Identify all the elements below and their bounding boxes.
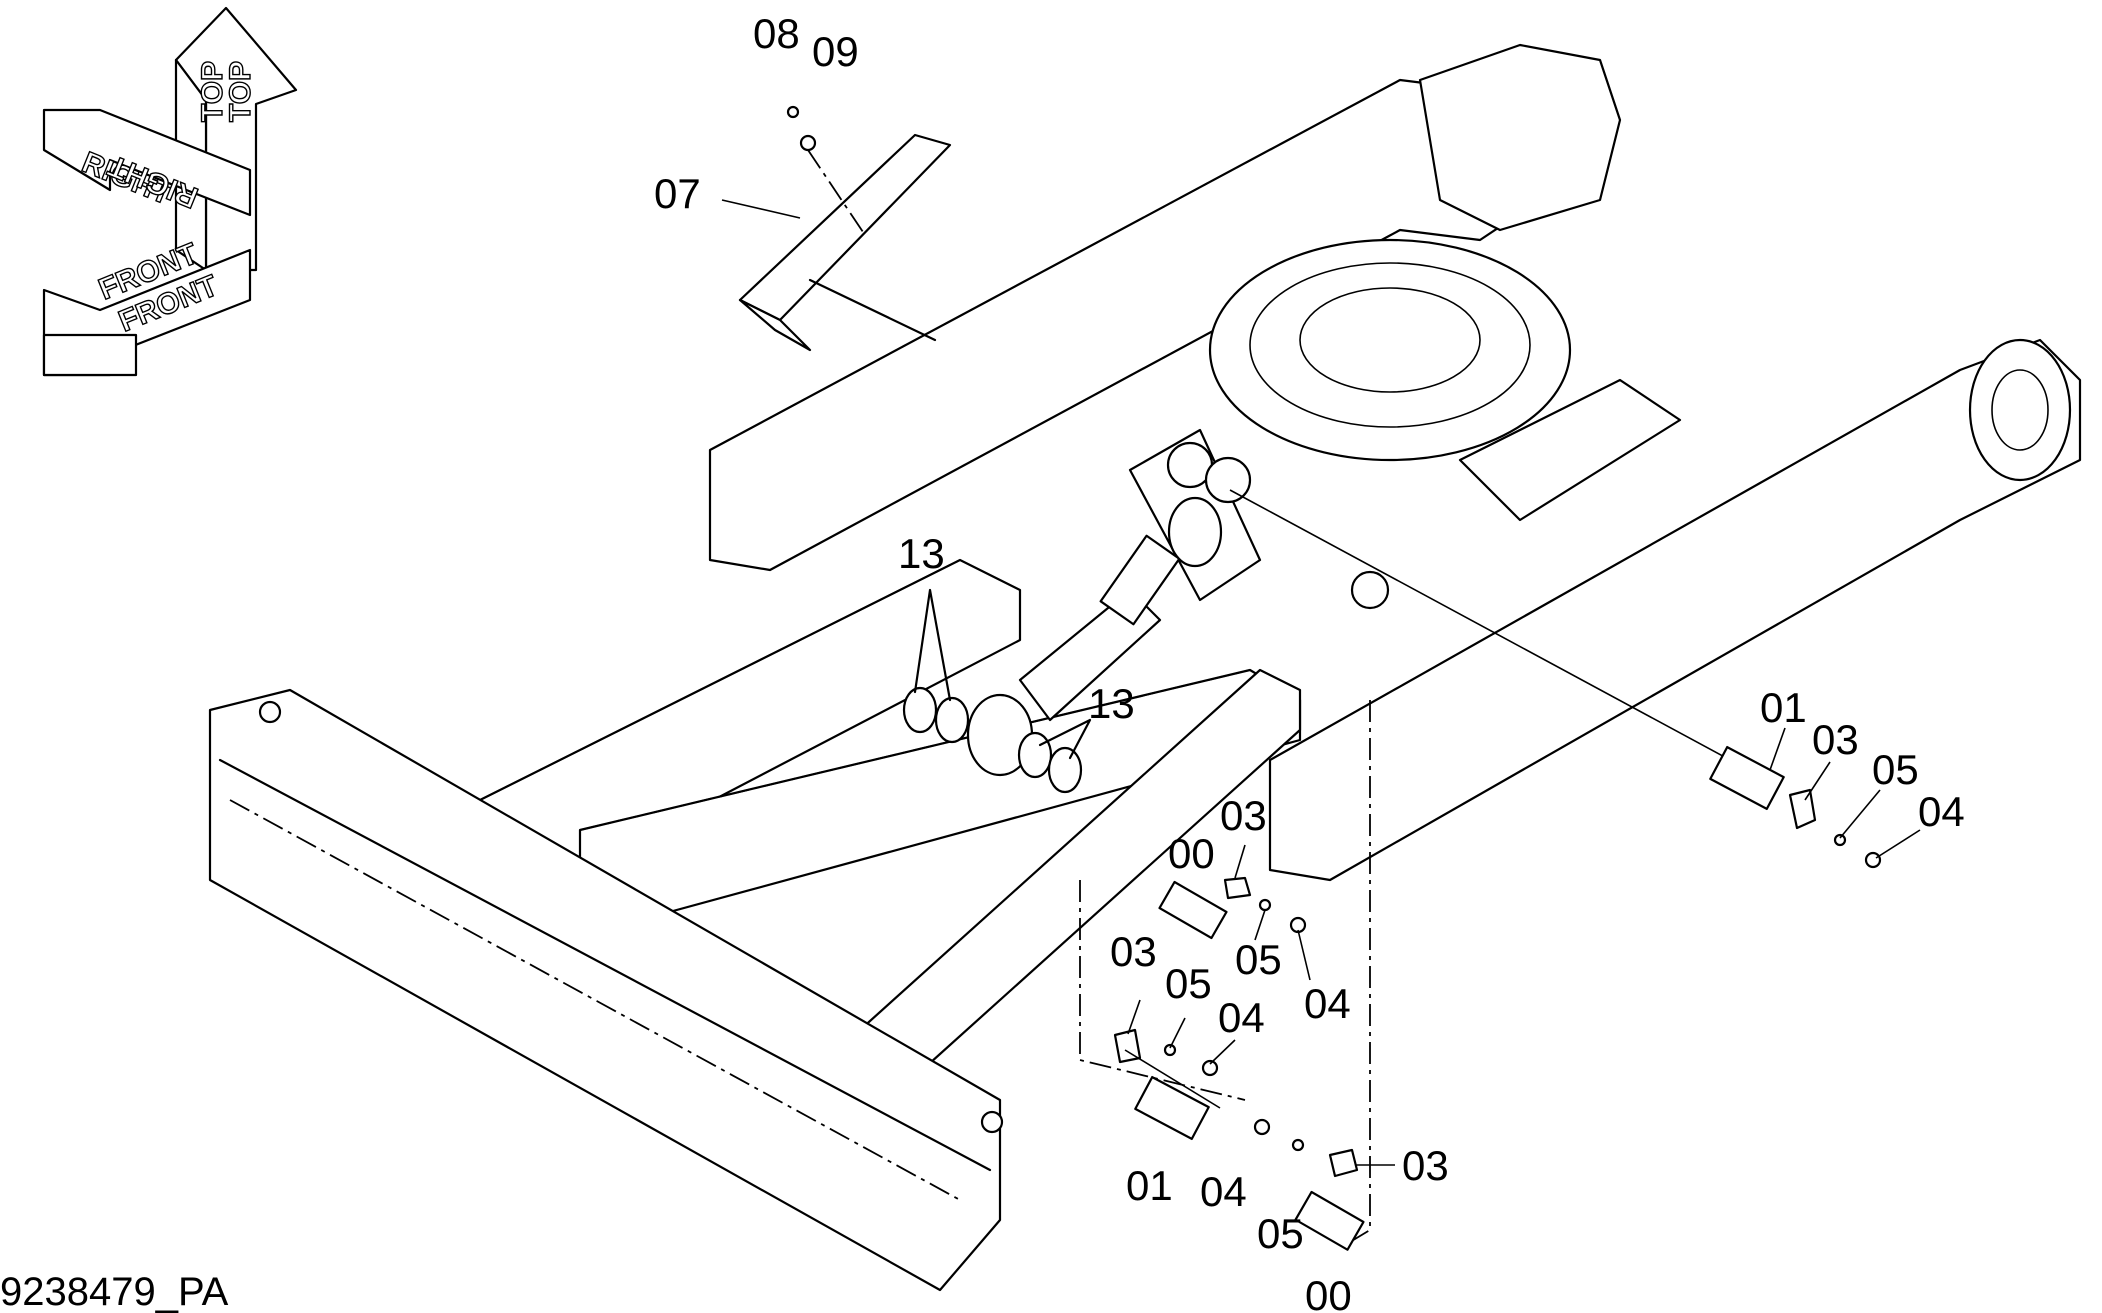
blade-pivot-right [1204, 456, 1252, 504]
blade-body [208, 688, 1002, 1292]
callout-01-lower: 01 [1126, 1162, 1173, 1209]
pin-assembly-lower [1253, 700, 1371, 1251]
pin-00-upper [1158, 880, 1228, 940]
callout-03-mid: 03 [1110, 928, 1157, 975]
callout-05-lower: 05 [1257, 1210, 1304, 1257]
right-arrow-shape [42, 108, 252, 217]
sprocket-mount [1968, 338, 2072, 482]
cover-plate-body [738, 133, 952, 322]
pin-assembly-middle [1113, 1028, 1221, 1141]
washer [1017, 731, 1053, 779]
bolt-04-middle [1201, 1059, 1219, 1077]
shim-washers [902, 588, 1092, 794]
callout-01-right: 01 [1760, 684, 1807, 731]
cylinder-barrel [1018, 588, 1162, 722]
callout-00-lower: 00 [1305, 1272, 1352, 1313]
washer-05-right [1833, 833, 1847, 847]
cylinder-rod-eye [1167, 496, 1223, 568]
washer-09 [799, 134, 817, 152]
callout-05-upper: 05 [1235, 936, 1282, 983]
cylinder-rod [1099, 534, 1181, 626]
callout-05-right: 05 [1872, 746, 1919, 793]
pin-assembly-upper [1079, 876, 1307, 1101]
callout-09: 09 [812, 28, 859, 75]
callout-07: 07 [654, 170, 701, 217]
bolt-04-upper [1289, 916, 1307, 934]
callout-03-upper: 03 [1220, 792, 1267, 839]
cover-plate [738, 105, 952, 352]
front-arrow-base [42, 333, 138, 377]
callout-04-lower: 04 [1200, 1168, 1247, 1215]
orientation-icon: TOP TOP RIGHT RIGHT FRONT FRONT [42, 6, 298, 377]
washer [902, 686, 938, 734]
lock-plate-03-lower [1328, 1148, 1359, 1178]
callout-04-mid: 04 [1218, 994, 1265, 1041]
pin-00-lower [1294, 1190, 1365, 1251]
swing-bearing-ring [1208, 238, 1572, 462]
washer [1047, 746, 1083, 794]
top-label-mirror: TOP [224, 61, 257, 122]
callout-03-right: 03 [1812, 716, 1859, 763]
track-frame [708, 43, 2082, 882]
pin-01-right [1709, 745, 1785, 811]
callout-04-right: 04 [1918, 788, 1965, 835]
washer [934, 696, 970, 744]
cross-member-rear [1458, 378, 1682, 522]
idler-end-left [1418, 43, 1622, 232]
lock-plate-03-upper [1223, 876, 1252, 900]
callout-08: 08 [753, 10, 800, 57]
blade-cylinder [966, 496, 1223, 777]
top-label: TOP [196, 61, 229, 122]
bolt-04-lower [1253, 1118, 1271, 1136]
cover-plate-flange [738, 298, 812, 352]
washer-05-lower [1291, 1138, 1305, 1152]
callout-04-upper: 04 [1304, 980, 1351, 1027]
callout-13-lower: 13 [1088, 680, 1135, 727]
callout-13-upper: 13 [898, 530, 945, 577]
pin-01-lower [1134, 1075, 1210, 1141]
dozer-blade [208, 688, 1004, 1292]
leader-lines [721, 199, 1921, 1166]
bolt-08 [786, 105, 800, 119]
washer-05-upper [1258, 898, 1272, 912]
drawing-code: 9238479_PA [0, 1270, 229, 1313]
pin-assembly-right [1229, 489, 1882, 869]
bolt-04-right [1864, 851, 1882, 869]
callout-03-lower: 03 [1402, 1142, 1449, 1189]
lock-plate-03-right [1788, 788, 1817, 830]
washer-05-middle [1163, 1043, 1177, 1057]
callout-05-mid: 05 [1165, 960, 1212, 1007]
callout-00-upper: 00 [1168, 830, 1215, 877]
callouts: 08 09 07 13 13 01 03 05 04 00 03 05 04 0… [654, 10, 1965, 1313]
